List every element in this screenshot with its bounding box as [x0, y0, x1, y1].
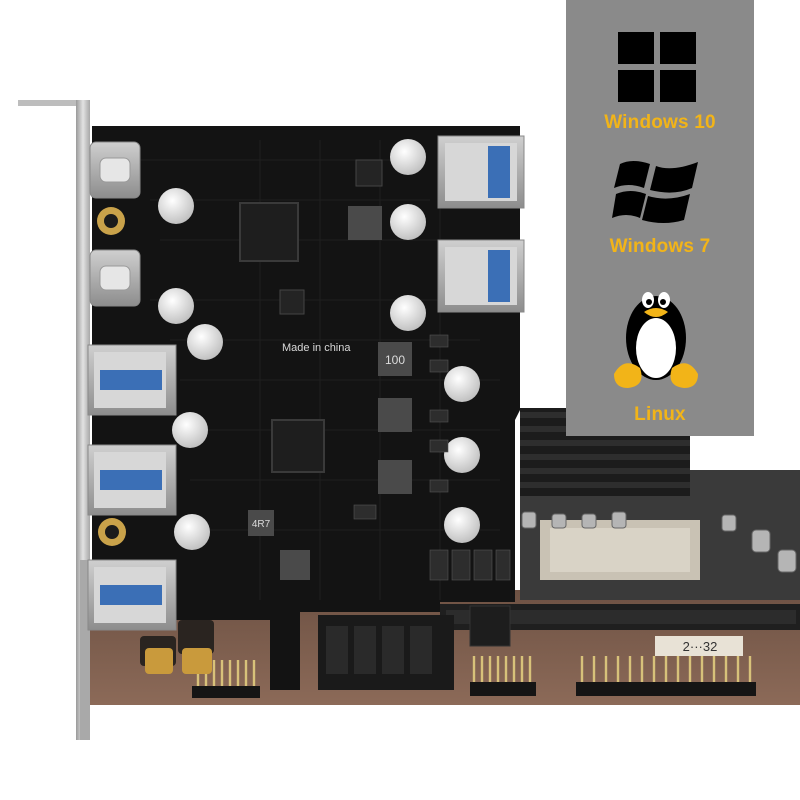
- small-chip-2: [355, 159, 383, 187]
- controller-chip-top: [239, 202, 299, 262]
- os-compatibility-panel: Windows 10 Windows 7 Linux: [566, 0, 754, 436]
- audio-jack-2: [98, 518, 126, 546]
- header-housing-right: [576, 682, 756, 696]
- capacitors: [158, 139, 480, 550]
- header-housing-left: [192, 686, 260, 698]
- pci-bracket: [18, 100, 90, 740]
- os-label-linux: Linux: [634, 404, 686, 425]
- os-label-windows-10: Windows 10: [604, 112, 716, 133]
- usb-c-port-1: [89, 141, 141, 199]
- controller-chip-bottom: [271, 419, 325, 473]
- smd-components: [353, 334, 511, 581]
- inductors: [248, 206, 412, 580]
- pcie-card: 100 4R7 Made in china: [92, 126, 520, 690]
- header-label-text: 2···32: [683, 639, 718, 654]
- usb-c-port-2: [89, 249, 141, 307]
- usb-a-port-top-1: [437, 135, 525, 209]
- header-housing: [470, 682, 536, 696]
- inductor-small-label: 4R7: [252, 519, 271, 530]
- internal-header: [469, 605, 511, 647]
- usb-a-port-top-2: [437, 239, 525, 313]
- audio-jack-1: [97, 207, 125, 235]
- usb-a-port-2: [87, 444, 177, 516]
- linux-tux-icon: [614, 292, 698, 388]
- made-in-label: Made in china: [282, 342, 351, 354]
- usb-a-port-3: [87, 559, 177, 631]
- motherboard-capacitors: [140, 620, 214, 674]
- os-label-windows-7: Windows 7: [609, 236, 711, 257]
- windows-7-logo-icon: [612, 161, 698, 223]
- windows-10-logo-icon: [618, 32, 696, 102]
- small-chip-1: [279, 289, 305, 315]
- header-label-sticker: [655, 636, 743, 656]
- usb-a-port-1: [87, 344, 177, 416]
- inductor-label: 100: [385, 353, 405, 367]
